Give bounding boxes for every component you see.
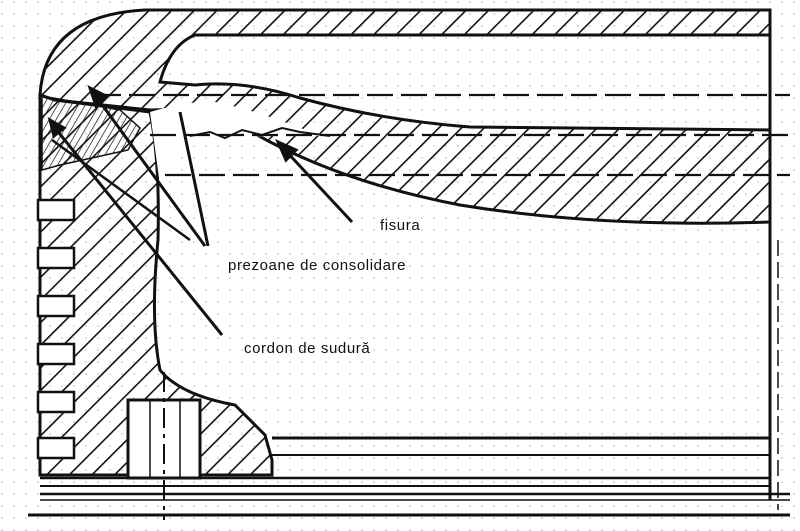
bolt (36, 390, 76, 414)
arrowhead-fisura (275, 139, 299, 163)
leader-cordon-2 (51, 138, 191, 242)
bolt (36, 436, 76, 460)
outer-bolts (36, 198, 76, 460)
leader-fisura (283, 148, 354, 224)
arrowhead-cordon (47, 116, 67, 139)
leader-lines (47, 85, 354, 336)
bolt (36, 342, 76, 366)
arrowhead-prezoane (87, 85, 109, 109)
label-fisura: fisura (380, 217, 421, 234)
bolt (36, 198, 76, 222)
label-prezoane: prezoane de consolidare (228, 257, 407, 274)
leader-prezoane-1 (178, 111, 210, 247)
crack-line (189, 126, 331, 140)
inner-cavity (150, 101, 330, 200)
leader-prezoane-2 (93, 94, 207, 247)
bottom-plate (28, 436, 790, 517)
bolt (36, 294, 76, 318)
bolt (36, 246, 76, 270)
label-cordon: cordon de sudură (244, 340, 371, 357)
